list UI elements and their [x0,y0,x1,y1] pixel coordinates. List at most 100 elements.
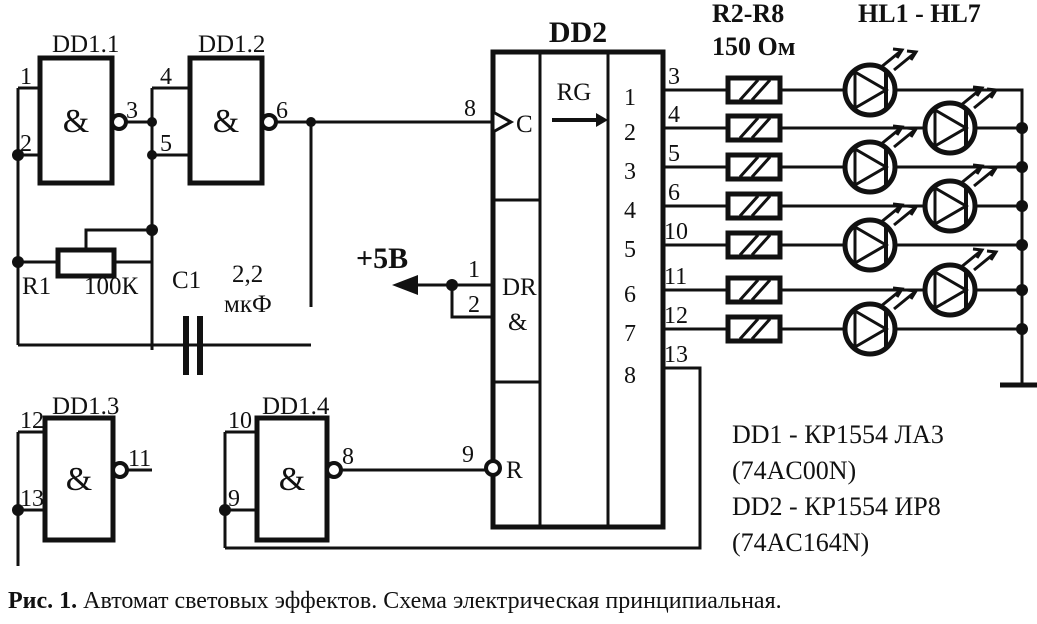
led-hl7-ray2-head [906,288,919,300]
led-hl5-ray1 [879,203,903,225]
clock-triangle-icon [491,109,515,135]
legend-line-2: (74AC00N) [732,456,856,485]
led-hl2-ray1 [959,86,983,108]
chip-dd2-output-pin-numbers: 3 4 5 6 10 11 12 13 [664,64,688,368]
gate-dd1-4-invert-bubble [325,461,343,479]
resistor-r4-hatch2 [750,155,772,179]
figure-caption: Рис. 1. Автомат световых эффектов. Схема… [8,588,782,614]
chip-dd2-function: RG [557,79,592,106]
junction-node3 [147,117,157,127]
chip-dd2-dr-label: DR [502,274,537,301]
gate-dd1-3-label: DD1.3 [52,393,119,420]
led-hl6-triangle [933,269,969,311]
chip-dd2-reset-input: R 9 [462,442,523,484]
chip-dd2-out-index-4: 4 [624,198,636,224]
led-hl2-ray2-head [986,87,999,99]
junction-bus-5 [1016,239,1028,251]
resistor-r8 [725,314,783,344]
output-branch-5 [663,202,1022,273]
output-branch-6 [663,247,1022,318]
led-hl1-ray1 [879,48,903,70]
legend-line-4: (74AC164N) [732,528,869,557]
gate-dd1-1-invert-bubble [110,113,128,131]
gate-dd1-2-invert-bubble [260,113,278,131]
led-hl7-ray2 [893,289,917,311]
legend-block: DD1 - КР1554 ЛА3 (74AC00N) DD2 - КР1554 … [732,420,944,557]
gate-dd1-1-pin3: 3 [126,98,138,124]
chip-dr-pin-1: 1 [468,257,480,283]
junction-pin9-in [219,504,231,516]
wire-dr-pin2 [450,285,493,319]
chip-dd2-clock-pin: 8 [464,96,476,122]
led-hl1-ray1-head [892,47,905,59]
timing-network: R1 100К C1 2,2 мкФ [12,149,311,375]
chip-dd2-pin-13: 13 [664,342,688,368]
wire-pin13-loop [225,366,702,550]
led-hl6-ray2-head [986,249,999,261]
gate-dd1-3-pin13: 13 [20,486,44,512]
gate-dd1-4-pin10: 10 [228,408,252,434]
led-hl6-ray2 [973,250,997,272]
led-hl1-ray2-head [906,49,919,61]
chip-dd2-pin-10: 10 [664,219,688,245]
resistor-r2-hatch2 [750,78,772,102]
led-hl4-ray1-head [972,163,985,175]
gate-dd1-3-invert-bubble [111,461,129,479]
power-arrow-icon [392,275,418,295]
gate-dd1-1-label: DD1.1 [52,31,119,58]
resistor-r6-hatch1 [738,233,760,257]
figure-caption-number: Рис. 1. [8,588,77,614]
gate-dd1-2-label: DD1.2 [198,31,265,58]
led-hl4-ray2 [973,166,997,188]
chip-dd2: DD2 RG C 8 DR & R 9 1 2 3 4 5 6 7 [462,16,666,530]
resistor-r3 [725,113,783,143]
resistor-r7-hatch2 [750,278,772,302]
capacitor-c1-unit: мкФ [224,291,272,318]
led-hl4-triangle [933,185,969,227]
resistor-r5-hatch2 [750,194,772,218]
chip-dr-pin-2: 2 [468,292,480,318]
led-hl1-ray2 [893,50,917,72]
resistor-r1-value: 100К [84,273,139,300]
resistor-r7 [725,275,783,305]
chip-dd2-pin-4: 4 [668,102,680,128]
led-hl1-triangle [853,69,889,111]
pin13-return [225,366,702,550]
led-hl3-ray2 [893,127,917,149]
legend-line-1: DD1 - КР1554 ЛА3 [732,420,944,449]
gate-dd1-3-body [42,415,116,543]
chip-dd2-out-index-5: 5 [624,237,636,263]
resistor-r2 [725,75,783,105]
gate-dd1-2-symbol: & [213,103,239,140]
gate-dd1-2: & DD1.2 4 5 6 [147,31,493,350]
chip-dd2-direction-arrow-icon [552,113,608,127]
resistor-r1-ref: R1 [22,273,51,300]
gate-dd1-1-body [37,55,115,186]
led-hl4-ray2-head [986,165,999,177]
led-hl5 [842,202,919,273]
chip-dd2-pin-5: 5 [668,141,680,167]
led-hl1 [842,47,919,118]
led-hl3-ray1-head [892,124,905,136]
chip-dd2-reset-pin: 9 [462,442,474,468]
chip-dd2-out-index-7: 7 [624,321,636,347]
led-hl2-ray1-head [972,85,985,97]
chip-dd2-pin-6: 6 [668,180,680,206]
resistor-r5-hatch1 [738,194,760,218]
gate-dd1-2-pin4: 4 [160,64,172,90]
chip-dd2-dr-and: & [508,309,527,336]
chip-dd2-out-index-6: 6 [624,282,636,308]
gate-dd1-4-label: DD1.4 [262,393,330,420]
led-hl6 [922,247,999,318]
output-branch-7 [663,286,1022,357]
led-hl6-ray1-head [972,247,985,259]
resistor-group-value: 150 Ом [712,32,795,61]
led-hl5-triangle [853,224,889,266]
gate-dd1-1: & DD1.1 1 2 3 [16,31,148,186]
resistor-r1-body [55,247,117,279]
chip-dd2-pin-12: 12 [664,303,688,329]
led-hl6-ray1 [959,248,983,270]
gate-dd1-1-pin2: 2 [20,131,32,157]
led-hl5-ray2 [893,205,917,227]
